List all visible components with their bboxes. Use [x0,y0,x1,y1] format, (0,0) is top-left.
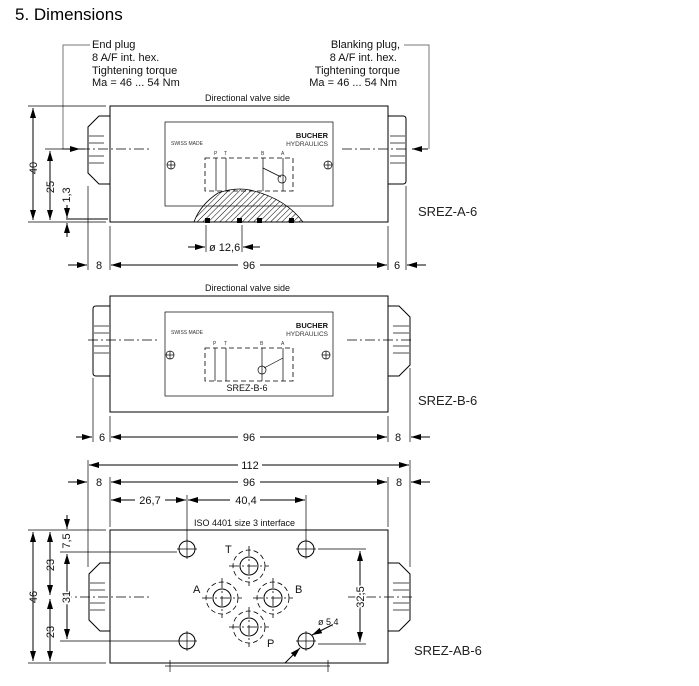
port-label-b: B [260,341,264,347]
screw-icon [165,350,175,360]
blanking-plug [92,305,110,377]
side-label: Directional valve side [205,283,290,293]
dim-left: 8 [96,477,102,489]
valve-symbol [204,157,294,192]
model-label: SREZ-AB-6 [414,643,482,658]
port-t [229,546,269,586]
port-label-b: B [261,151,265,157]
screw-icon [321,350,331,360]
port-label-t: T [224,151,227,157]
end-plug-note-4: Ma = 46 ... 54 Nm [92,77,180,89]
dim-right: 8 [396,477,402,489]
port-label-t: T [225,544,232,556]
end-plug-note-2: 8 A/F int. hex. [92,52,159,64]
dim-centerline: 25 [45,181,57,193]
valve-symbol [204,347,294,382]
dim-right: 8 [395,432,401,444]
port-p [229,607,269,647]
dim-length: 96 [243,260,255,272]
dim-hole-y2: 32,5 [355,586,367,607]
section-title: 5. Dimensions [15,5,123,24]
dim-offset: 1,3 [61,187,73,202]
valve-body [109,295,389,413]
dim-port-diameter: ø 12,6 [209,242,240,254]
plate-model: SREZ-B-6 [226,383,267,393]
port-label-a: A [193,584,201,596]
label-plate [164,311,334,397]
blanking-plug [388,115,407,185]
dim-overall: 112 [241,460,259,472]
model-label: SREZ-A-6 [418,204,477,219]
port-label-a: A [281,341,285,347]
bottom-view-srez-ab-6: 112 8 96 8 26,7 40,4 ISO 4401 size 3 int… [28,460,482,672]
end-plug-note-3: Tightening torque [92,65,177,77]
swiss-made: SWISS MADE [171,141,204,147]
dim-length: 96 [243,477,255,489]
port-a [202,578,242,618]
dim-hole-y: 31 [61,591,73,603]
mounting-hole [177,539,197,559]
brand-logo: BUCHER [296,131,329,140]
screw-icon [323,160,333,170]
port-label-p: P [213,341,217,347]
mounting-hole [296,539,316,559]
side-label: Directional valve side [205,93,290,103]
swiss-made: SWISS MADE [171,330,204,336]
dim-height: 46 [28,591,40,603]
dim-left: 6 [99,432,105,444]
dim-length: 96 [243,432,255,444]
blanking-plug-note-1: Blanking plug, [331,39,400,51]
end-plug-note-1: End plug [92,39,135,51]
brand-logo: BUCHER [296,321,329,330]
mounting-hole [296,631,316,651]
dim-right: 6 [394,260,400,272]
dim-top-offset: 7,5 [61,533,73,548]
middle-view-srez-b-6: Directional valve side SWISS MADE BUCHER… [76,283,477,444]
port-b [253,578,293,618]
dim-hole-x1: 26,7 [139,495,160,507]
port-label-a: A [281,151,285,157]
brand-sub: HYDRAULICS [286,331,329,338]
dim-lower-half: 23 [45,626,57,638]
dim-height: 40 [28,162,40,174]
mounting-hole [177,631,197,651]
interface-label: ISO 4401 size 3 interface [194,518,295,528]
port-label-t: T [224,341,227,347]
dim-hole-x2: 40,4 [235,495,256,507]
dim-hole-diameter: ø 5,4 [318,617,339,627]
end-plug [388,305,411,377]
model-label: SREZ-B-6 [418,393,477,408]
port-label-p: P [267,638,274,650]
dim-left: 8 [96,260,102,272]
brand-sub: HYDRAULICS [286,141,329,148]
port-label-p: P [214,151,218,157]
valve-body [109,529,389,664]
blanking-plug-note-3: Tightening torque [315,65,400,77]
blanking-plug-leader [404,44,430,149]
screw-icon [166,160,176,170]
section-cutaway [193,188,304,223]
dim-upper-half: 23 [45,559,57,571]
blanking-plug-note-4: Ma = 46 ... 54 Nm [309,77,397,89]
end-plug-leader [62,44,90,149]
end-plug [87,115,110,185]
port-label-b: B [295,584,302,596]
blanking-plug-note-2: 8 A/F int. hex. [330,52,397,64]
top-view-srez-a-6: End plug 8 A/F int. hex. Tightening torq… [28,39,477,272]
